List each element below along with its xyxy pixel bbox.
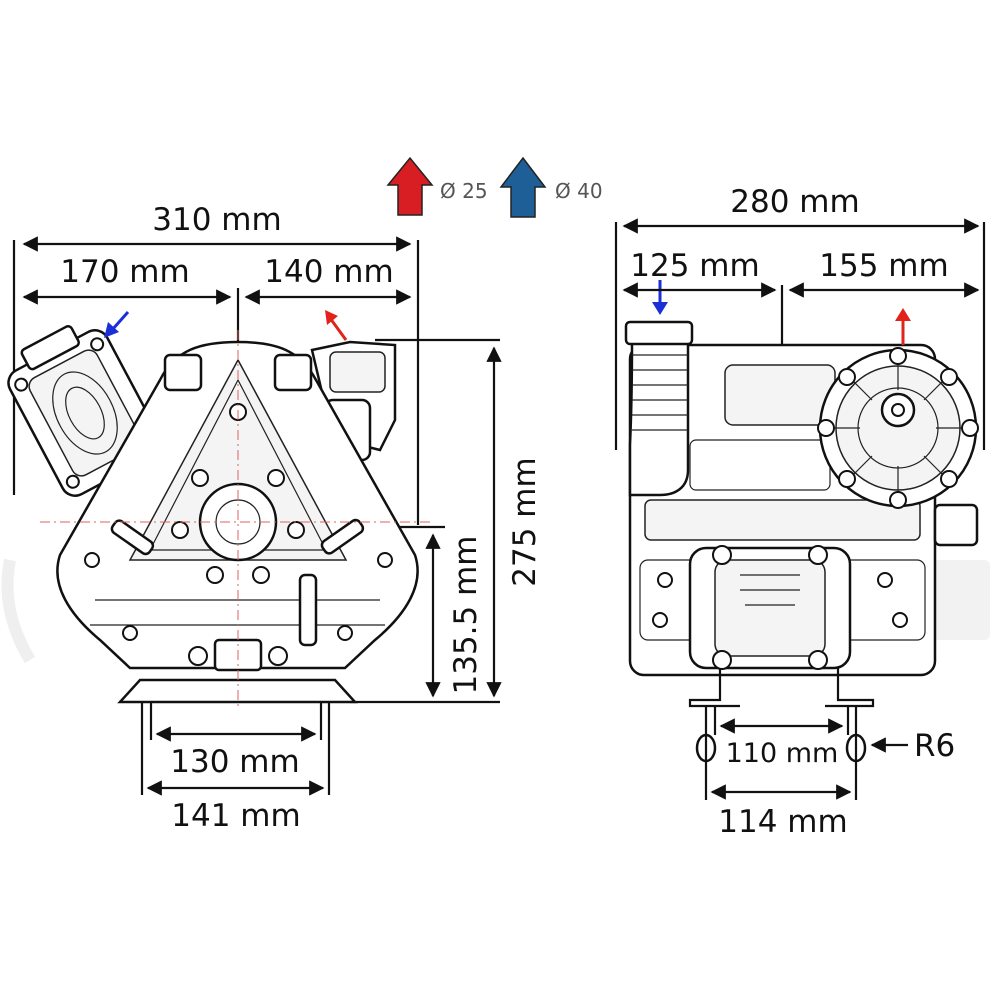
side-inlet-arrow-icon: [652, 280, 668, 315]
legend: Ø 25 Ø 40: [386, 156, 603, 218]
front-inlet-arrow-icon: [104, 311, 130, 338]
background-watermark: [1, 558, 990, 664]
legend-small-port-label: Ø 25: [440, 179, 488, 203]
front-total-height-label: 275 mm: [507, 457, 543, 586]
side-view-drawing: [614, 222, 986, 800]
front-right-width-label: 140 mm: [264, 254, 393, 290]
legend-red-arrow-icon: [386, 156, 434, 216]
front-shaft-height-label: 135.5 mm: [448, 536, 484, 695]
side-slot-outer-label: 114 mm: [718, 804, 847, 840]
side-outlet-arrow-icon: [895, 308, 911, 345]
front-view-drawing: [7, 240, 500, 795]
front-outlet-arrow-icon: [325, 310, 348, 341]
front-base-outer-label: 141 mm: [171, 798, 300, 834]
side-left-width-label: 125 mm: [630, 248, 759, 284]
front-total-width-label: 310 mm: [152, 202, 281, 238]
side-slot-inner-label: 110 mm: [726, 738, 839, 769]
front-base-inner-label: 130 mm: [170, 744, 299, 780]
legend-blue-arrow-icon: [499, 156, 547, 218]
slot-radius-label: R6: [914, 728, 955, 764]
side-right-width-label: 155 mm: [819, 248, 948, 284]
side-total-width-label: 280 mm: [730, 184, 859, 220]
legend-large-port-label: Ø 40: [555, 179, 603, 203]
front-left-width-label: 170 mm: [60, 254, 189, 290]
